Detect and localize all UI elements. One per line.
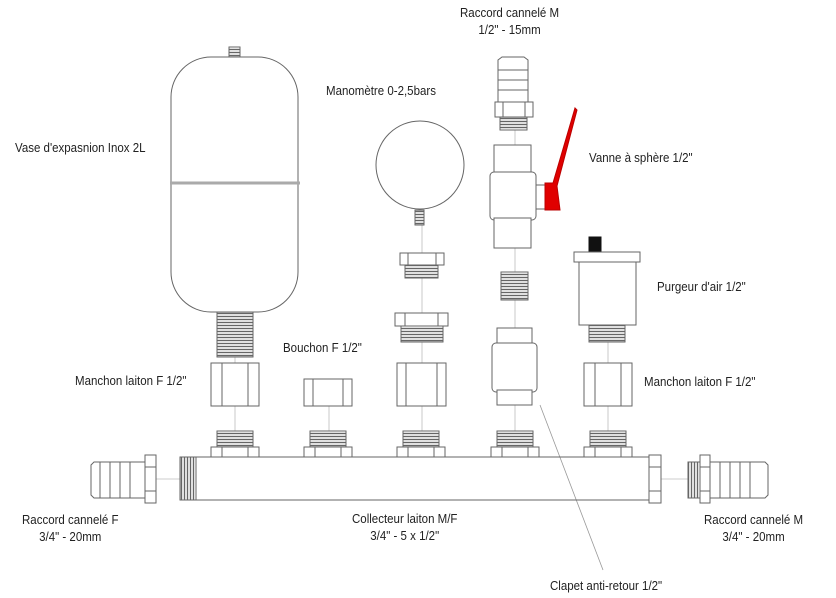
- label-manometre: Manomètre 0-2,5bars: [326, 84, 436, 98]
- label-manchon-left: Manchon laiton F 1/2": [75, 374, 187, 388]
- nipple: [500, 271, 529, 301]
- air-vent: [573, 236, 641, 343]
- barbed-fitting-m-right: [687, 454, 769, 504]
- check-valve: [491, 327, 538, 406]
- label-vanne: Vanne à sphère 1/2": [589, 151, 693, 165]
- barbed-fitting-f: [90, 454, 157, 504]
- leader-line: [539, 404, 604, 571]
- label-purgeur: Purgeur d'air 1/2": [657, 280, 746, 294]
- label-vase: Vase d'expasnion Inox 2L: [15, 141, 146, 155]
- collector-ports: [210, 430, 633, 458]
- label-bouchon: Bouchon F 1/2": [283, 341, 362, 355]
- label-manchon-right: Manchon laiton F 1/2": [644, 375, 756, 389]
- pressure-gauge: [375, 120, 465, 343]
- label-clapet: Clapet anti-retour 1/2": [550, 579, 663, 593]
- barbed-fitting-m-half: [494, 56, 534, 131]
- expansion-vessel: [170, 46, 300, 358]
- plug-f: [303, 378, 353, 407]
- collector-body: [179, 454, 662, 504]
- ball-valve: [489, 107, 578, 249]
- couplings: [210, 362, 633, 407]
